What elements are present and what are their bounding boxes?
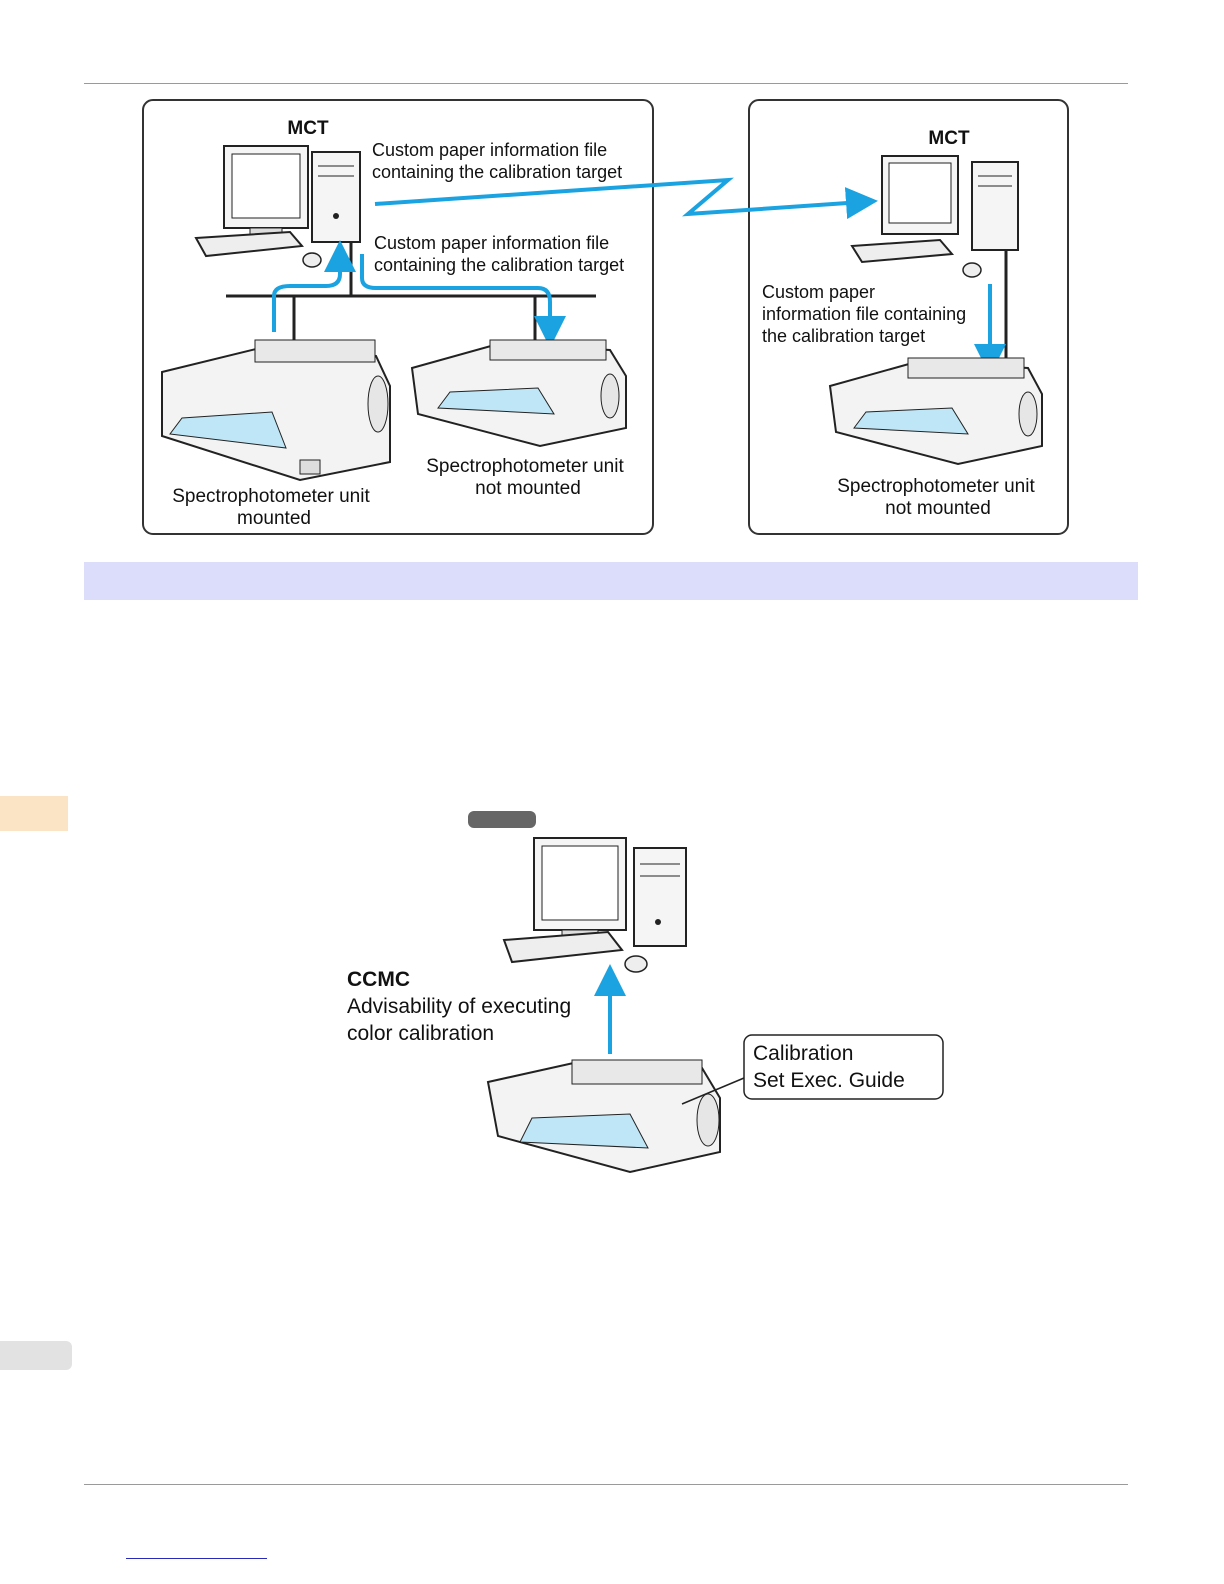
file-label: the calibration target <box>762 326 925 346</box>
printer-icon <box>828 357 1043 466</box>
printer-label: Spectrophotometer unit <box>172 486 370 507</box>
callout-text: Calibration <box>753 1042 853 1065</box>
mct-label: MCT <box>928 128 970 149</box>
printer-label: mounted <box>237 508 311 529</box>
ccmc-title: CCMC <box>347 968 410 991</box>
file-label: Custom paper <box>762 282 875 302</box>
callout-text: Set Exec. Guide <box>753 1069 905 1092</box>
callout-box <box>743 1034 944 1100</box>
file-label: Custom paper information file <box>372 140 607 160</box>
ccmc-description: Advisability of executing <box>347 995 571 1018</box>
model-badge <box>468 811 536 828</box>
file-label: containing the calibration target <box>374 255 624 275</box>
computer-icon <box>502 837 687 973</box>
chapter-tab[interactable] <box>0 796 68 831</box>
printer-icon <box>161 339 391 482</box>
printer-label: not mounted <box>475 478 581 499</box>
printer-icon <box>486 1059 721 1174</box>
footer-link-underline[interactable] <box>126 1558 267 1559</box>
file-label: information file containing <box>762 304 966 324</box>
printer-label: not mounted <box>885 498 991 519</box>
printer-label: Spectrophotometer unit <box>426 456 624 477</box>
side-index-tab[interactable] <box>0 1341 72 1370</box>
file-label: containing the calibration target <box>372 162 622 182</box>
printer-icon <box>410 339 627 448</box>
ccmc-description: color calibration <box>347 1022 494 1045</box>
ccmc-diagram: CCMC Advisability of executing color cal… <box>347 811 944 1174</box>
footer-rule <box>84 1484 1128 1485</box>
header-rule <box>84 83 1128 84</box>
section-heading-bar <box>84 562 1138 600</box>
mct-label: MCT <box>287 118 329 139</box>
printer-label: Spectrophotometer unit <box>837 476 1035 497</box>
computer-icon <box>850 155 1019 278</box>
file-label: Custom paper information file <box>374 233 609 253</box>
calibration-network-diagram: MCT Custom paper information file contai… <box>142 99 1069 535</box>
computer-icon <box>194 145 361 268</box>
